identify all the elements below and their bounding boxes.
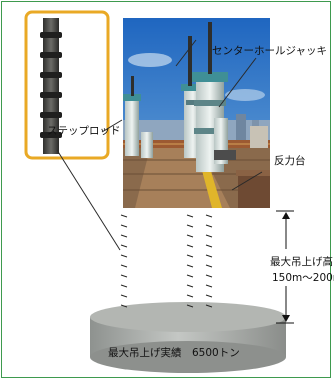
max-lift-height-value: 150m〜200m [272,272,334,284]
center-hole-jack-label: センターホールジャッキ [212,45,327,57]
step-rods [120,206,213,325]
jack-photo [123,18,270,208]
diagram-frame [1,1,331,378]
max-lift-record-label: 最大吊上げ実績 6500トン [108,346,240,359]
leader-lines [56,39,263,251]
max-lift-height-title: 最大吊上げ高さ [270,255,334,268]
base-block [90,302,286,373]
reaction-stand-label: 反力台 [274,154,306,167]
step-rod-inset [24,10,110,160]
step-rod-label: ステップロッド [47,125,121,137]
height-dimension [276,210,294,324]
